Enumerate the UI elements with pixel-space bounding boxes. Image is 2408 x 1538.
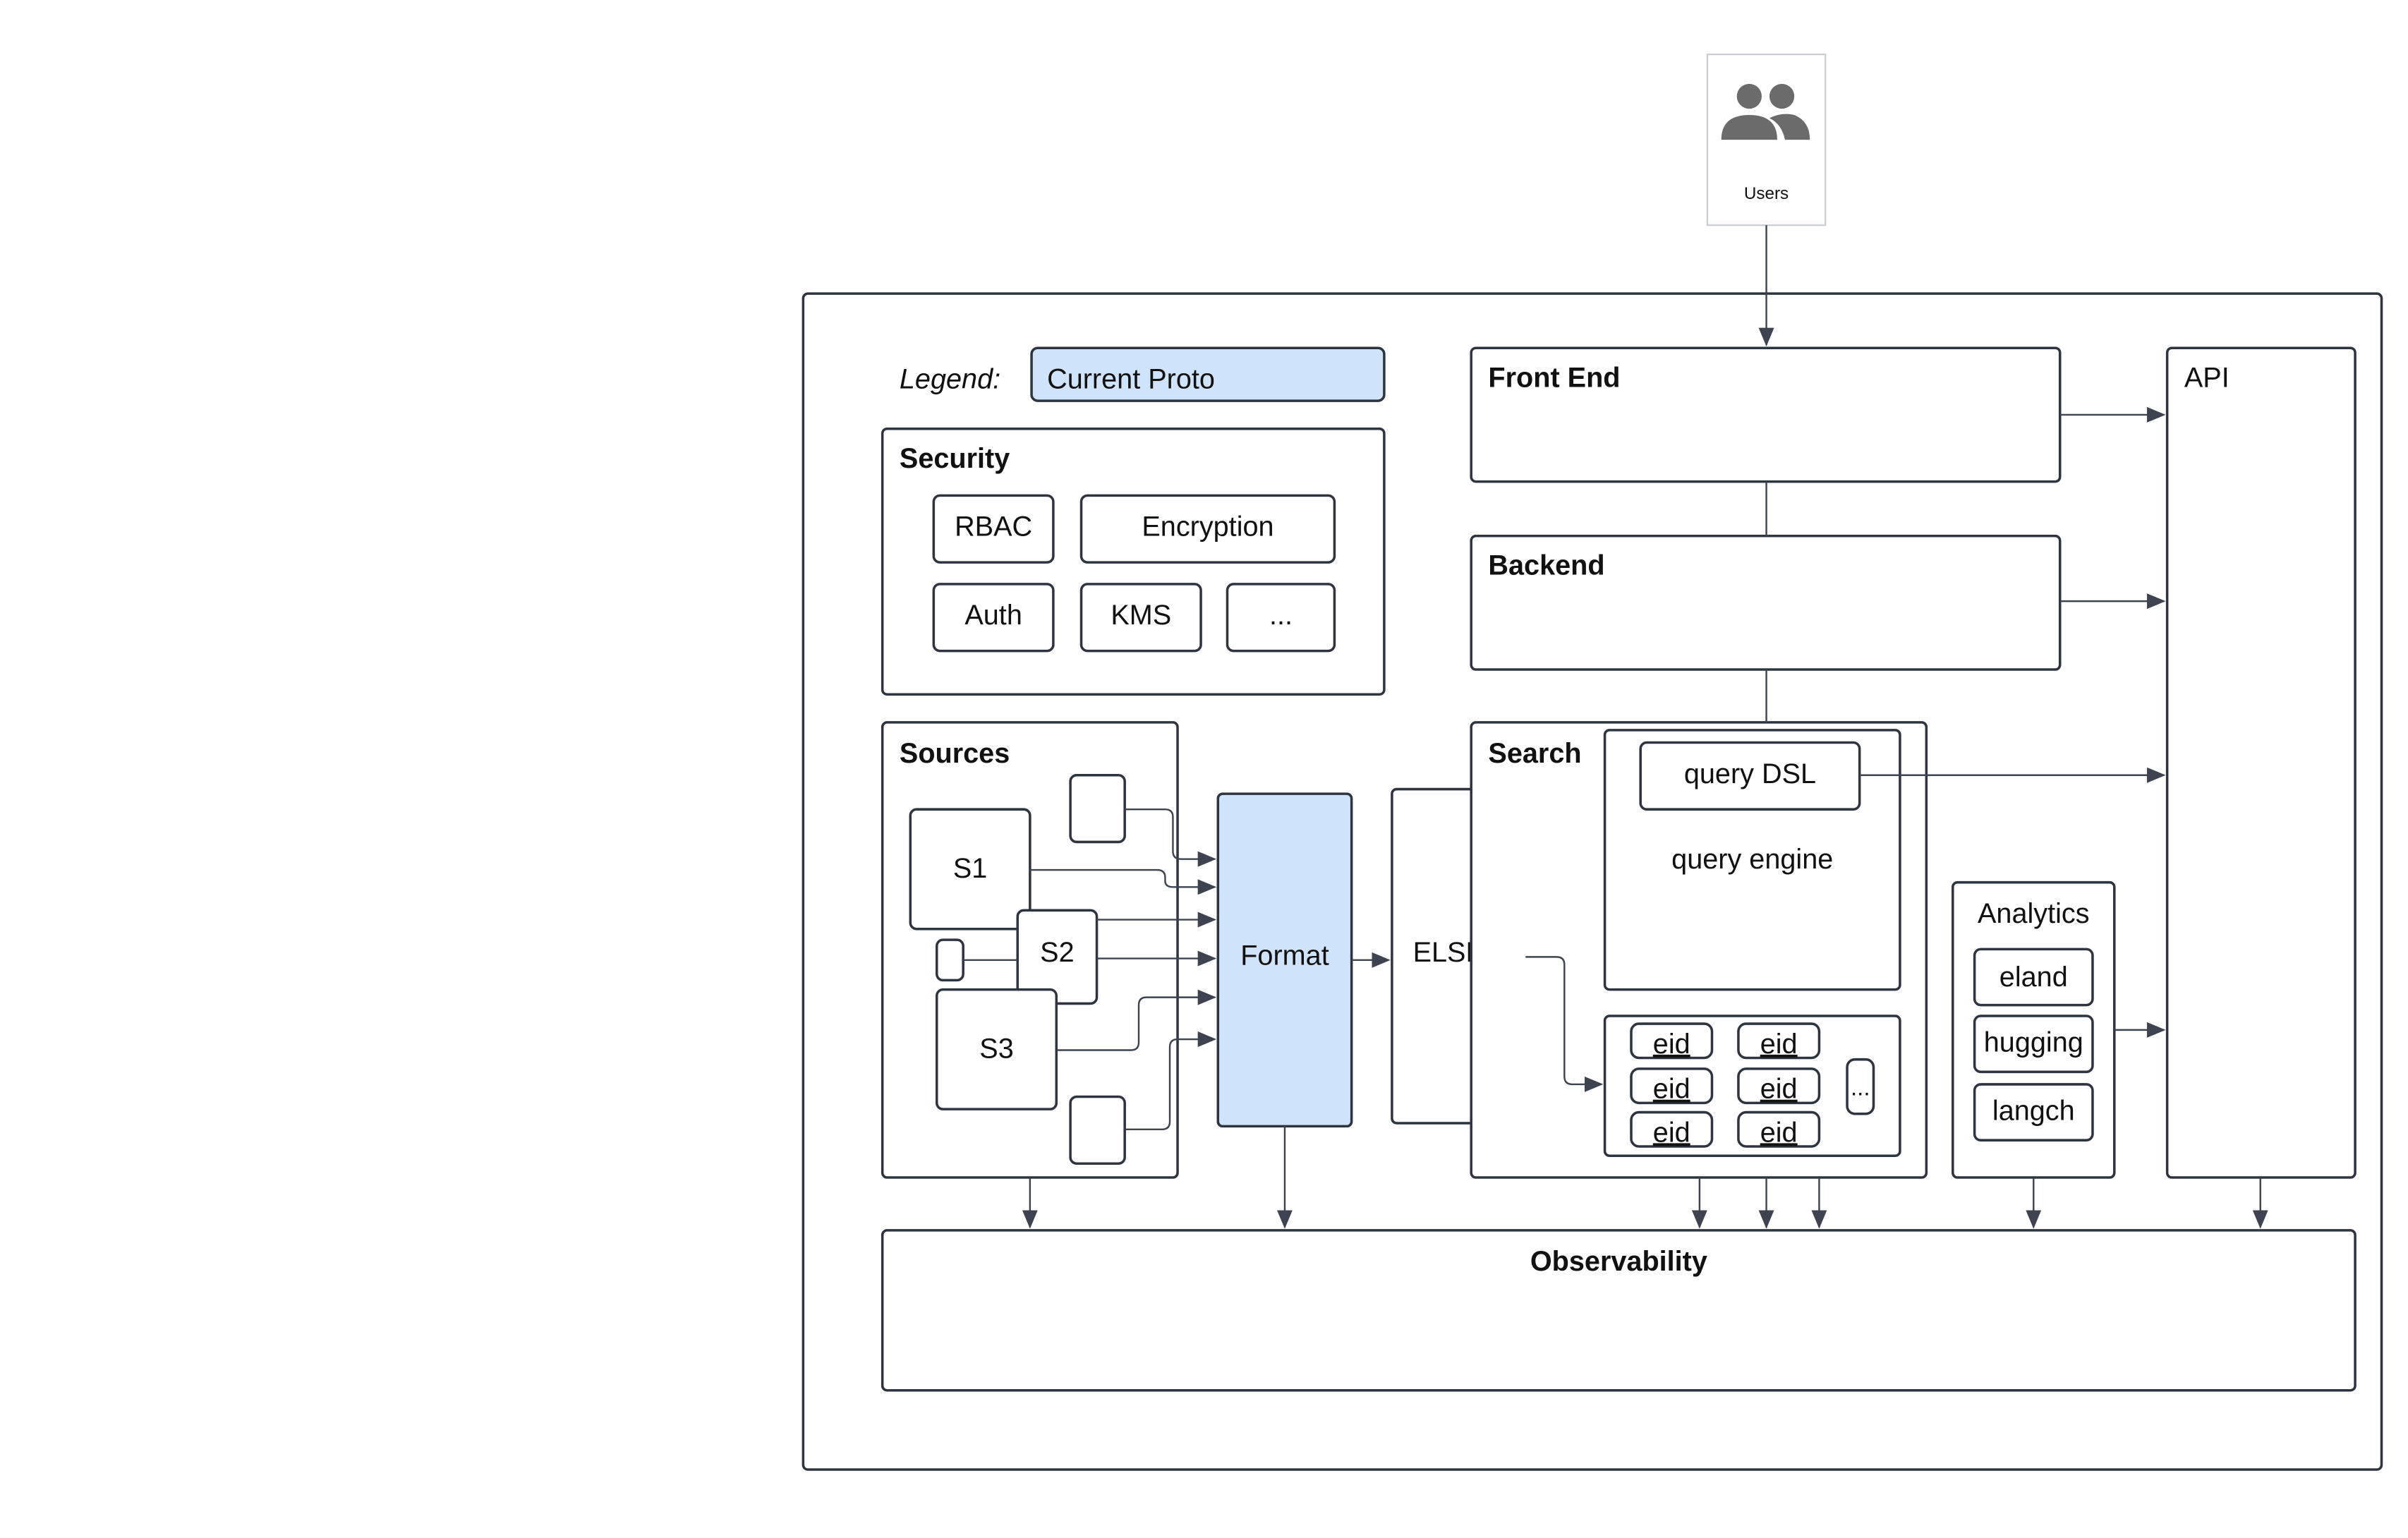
eid-item[interactable]: eid — [1737, 1110, 1821, 1149]
svg-text:S1: S1 — [953, 853, 987, 884]
front-end-box[interactable]: Front End — [1470, 346, 2062, 483]
eid-index-group[interactable]: eid eid eid eid eid eid — [1603, 1015, 1901, 1157]
users-icon — [1721, 83, 1810, 140]
analytics-title: Analytics — [1978, 898, 2090, 929]
observability-box[interactable]: Observability — [881, 1229, 2356, 1392]
svg-text:...: ... — [1851, 1074, 1870, 1100]
svg-text:eid: eid — [1653, 1117, 1690, 1148]
edge-small-top-format — [1125, 808, 1217, 867]
observability-title: Observability — [1530, 1246, 1707, 1277]
edge-s3-format — [1056, 989, 1217, 1051]
users-node[interactable]: Users — [1706, 53, 1827, 226]
backend-title: Backend — [1488, 550, 1604, 581]
svg-text:eid: eid — [1653, 1029, 1690, 1060]
eid-item[interactable]: eid — [1737, 1067, 1821, 1105]
svg-text:langch: langch — [1992, 1096, 2075, 1127]
connectors — [963, 225, 2268, 1229]
format-box[interactable]: Format — [1216, 792, 1353, 1128]
sources-group[interactable]: Sources S1 S2 S3 — [881, 721, 1179, 1179]
security-item-more[interactable]: ... — [1226, 583, 1336, 653]
security-group[interactable]: Security RBAC Encryption Auth KMS ... — [881, 427, 1386, 696]
source-small-left[interactable] — [935, 938, 964, 982]
security-item-encryption[interactable]: Encryption — [1079, 494, 1336, 564]
svg-text:RBAC: RBAC — [955, 511, 1032, 543]
query-dsl-label: query DSL — [1684, 758, 1816, 789]
edge-elser-eid — [1525, 956, 1604, 1092]
api-box[interactable]: API — [2165, 346, 2356, 1179]
legend-label: Legend: — [900, 363, 1000, 394]
eid-more[interactable]: ... — [1846, 1058, 1875, 1115]
legend-current-proto: Current Proto — [1030, 346, 1386, 402]
front-end-title: Front End — [1488, 362, 1620, 393]
eid-item[interactable]: eid — [1630, 1022, 1714, 1060]
svg-text:eid: eid — [1653, 1074, 1690, 1105]
source-small-top[interactable] — [1069, 773, 1126, 844]
svg-text:eid: eid — [1760, 1074, 1798, 1105]
source-s1[interactable]: S1 — [909, 808, 1031, 931]
eid-item[interactable]: eid — [1737, 1022, 1821, 1060]
eid-item[interactable]: eid — [1630, 1067, 1714, 1105]
svg-text:Current Proto: Current Proto — [1047, 363, 1215, 394]
search-title: Search — [1488, 738, 1581, 769]
analytics-item-langch[interactable]: langch — [1973, 1083, 2094, 1142]
svg-text:eid: eid — [1760, 1029, 1798, 1060]
svg-text:S2: S2 — [1040, 937, 1074, 968]
svg-text:Encryption: Encryption — [1142, 511, 1273, 543]
svg-text:KMS: KMS — [1111, 600, 1171, 631]
query-dsl-box[interactable]: query DSL — [1639, 741, 1861, 811]
svg-text:eland: eland — [1999, 962, 2068, 993]
edge-s1-format — [1029, 868, 1217, 895]
svg-text:eid: eid — [1760, 1117, 1798, 1148]
source-small-bottom[interactable] — [1069, 1095, 1126, 1165]
sources-title: Sources — [900, 738, 1010, 769]
security-item-auth[interactable]: Auth — [932, 583, 1055, 653]
users-label: Users — [1744, 184, 1789, 203]
analytics-item-eland[interactable]: eland — [1973, 947, 2094, 1007]
security-item-kms[interactable]: KMS — [1079, 583, 1202, 653]
query-engine-label: query engine — [1671, 844, 1833, 875]
eid-item[interactable]: eid — [1630, 1110, 1714, 1149]
api-title: API — [2184, 362, 2229, 393]
svg-text:Auth: Auth — [964, 600, 1022, 631]
search-group[interactable]: Search query engine query DSL eid eid ei… — [1470, 721, 1928, 1179]
svg-text:hugging: hugging — [1984, 1027, 2083, 1058]
svg-text:S3: S3 — [979, 1033, 1013, 1064]
analytics-item-hugging[interactable]: hugging — [1973, 1015, 2094, 1074]
security-title: Security — [900, 443, 1010, 474]
security-item-rbac[interactable]: RBAC — [932, 494, 1055, 564]
format-label: Format — [1240, 940, 1329, 971]
analytics-group[interactable]: Analytics eland hugging langch — [1952, 880, 2116, 1179]
edge-small-bottom-format — [1125, 1031, 1217, 1130]
backend-box[interactable]: Backend — [1470, 534, 2062, 671]
svg-text:...: ... — [1269, 600, 1293, 631]
source-s3[interactable]: S3 — [935, 988, 1058, 1110]
